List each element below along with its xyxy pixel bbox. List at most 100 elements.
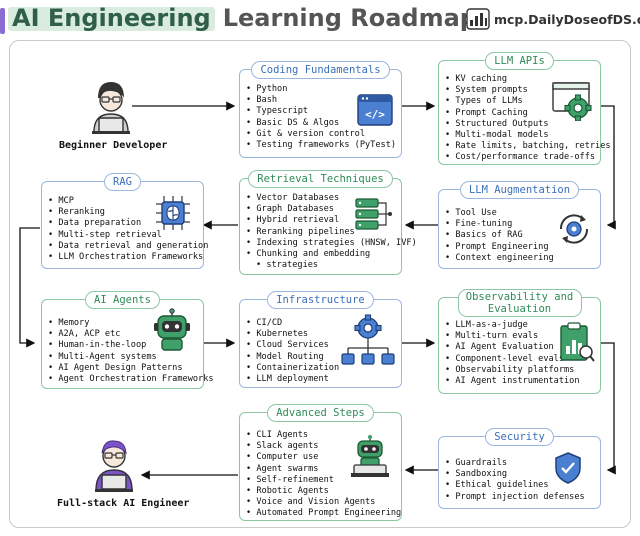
list-item: KV caching bbox=[445, 74, 611, 85]
list-item: Basics of RAG bbox=[445, 230, 554, 241]
box-retrieval-techniques: Retrieval Techniques Vector Databases Gr… bbox=[239, 170, 417, 275]
end-label: Full-stack AI Engineer bbox=[57, 498, 190, 509]
list-item: Cloud Services bbox=[246, 340, 339, 351]
box-llm-apis: LLM APIs KV caching System prompts Types… bbox=[438, 52, 611, 165]
list-item: Vector Databases bbox=[246, 193, 417, 204]
box-ai-agents: AI Agents Memory A2A, ACP etc Human-in-t… bbox=[41, 291, 214, 389]
box-title: Advanced Steps bbox=[267, 404, 374, 422]
robot-laptop-icon bbox=[351, 435, 389, 477]
list-item: Prompt Engineering bbox=[445, 242, 554, 253]
list-item: Structured Outputs bbox=[445, 119, 611, 130]
list-item: Multi-Agent systems bbox=[48, 352, 214, 363]
list-item: MCP bbox=[48, 196, 208, 207]
box-security: Security Guardrails Sandboxing Ethical g… bbox=[438, 428, 601, 509]
page-title: AI Engineering Learning Roadmap bbox=[8, 2, 477, 34]
list-item: Cost/performance trade-offs bbox=[445, 152, 611, 163]
list-item: Guardrails bbox=[445, 458, 585, 469]
box-coding-fundamentals: Coding Fundamentals Python Bash Typescri… bbox=[239, 61, 402, 158]
database-icon bbox=[355, 198, 392, 230]
list-item: Types of LLMs bbox=[445, 96, 611, 107]
list-item: Agent Orchestration Frameworks bbox=[48, 374, 213, 385]
list-item: Ethical guidelines bbox=[445, 480, 585, 491]
svg-text:</>: </> bbox=[365, 108, 385, 121]
list-item: Data retrieval and generation bbox=[48, 241, 208, 252]
developer-icon bbox=[92, 82, 130, 134]
roadmap-frame bbox=[9, 40, 631, 528]
list-item: Hybrid retrieval bbox=[246, 215, 417, 226]
list-item: CI/CD bbox=[246, 318, 339, 329]
list-item: Rate limits, batching, retries bbox=[445, 141, 610, 152]
list-item: Voice and Vision Agents bbox=[246, 497, 401, 508]
list-item: Component-level evals bbox=[445, 354, 580, 365]
list-item: AI Agent Evaluation bbox=[445, 342, 580, 353]
box-title: Security bbox=[485, 428, 554, 446]
accent-bar bbox=[0, 8, 5, 34]
brand: mcp.DailyDoseofDS.com bbox=[466, 8, 640, 30]
list-item: Sandboxing bbox=[445, 469, 585, 480]
brain-chip-icon bbox=[156, 196, 190, 230]
box-title: LLM Augmentation bbox=[459, 181, 580, 199]
list-item: Reranking bbox=[48, 207, 208, 218]
list-item: Robotic Agents bbox=[246, 486, 401, 497]
code-window-icon: </> bbox=[357, 94, 393, 126]
list-item: Graph Databases bbox=[246, 204, 417, 215]
list-item: Typescript bbox=[246, 106, 396, 117]
list-item: CLI Agents bbox=[246, 430, 401, 441]
brand-text: mcp.DailyDoseofDS.com bbox=[494, 11, 640, 27]
list-item: Bash bbox=[246, 95, 396, 106]
box-advanced-steps: Advanced Steps CLI Agents Slack agents C… bbox=[239, 404, 402, 521]
list-item: Git & version control bbox=[246, 129, 396, 140]
list-item: System prompts bbox=[445, 85, 611, 96]
gear-window-icon bbox=[552, 82, 592, 121]
box-title: Coding Fundamentals bbox=[251, 61, 390, 79]
title-highlight: AI Engineering bbox=[8, 4, 215, 32]
list-item: Containerization bbox=[246, 363, 339, 374]
list-item: Indexing strategies (HNSW, IVF) bbox=[246, 238, 416, 249]
list-item: LLM Orchestration Frameworks bbox=[48, 252, 208, 263]
list-item: Self-refinement bbox=[246, 475, 401, 486]
list-item: Python bbox=[246, 84, 396, 95]
list-item: Chunking and embedding bbox=[246, 249, 417, 260]
box-infrastructure: Infrastructure CI/CD Kubernetes Cloud Se… bbox=[239, 291, 402, 388]
list-item: Multi-modal models bbox=[445, 130, 611, 141]
title-rest: Learning Roadmap bbox=[222, 4, 477, 32]
box-title: RAG bbox=[104, 173, 141, 191]
list-item: Observability platforms bbox=[445, 365, 580, 376]
brand-logo-icon bbox=[466, 8, 490, 30]
box-llm-augmentation: LLM Augmentation Tool Use Fine-tuning Ba… bbox=[438, 181, 601, 269]
list-item: Testing frameworks (PyTest) bbox=[246, 140, 396, 151]
robot-icon bbox=[154, 308, 190, 351]
list-item: LLM-as-a-judge bbox=[445, 320, 580, 331]
shield-check-icon bbox=[555, 452, 581, 484]
network-gear-icon bbox=[341, 314, 395, 365]
list-item: Human-in-the-loop bbox=[48, 340, 214, 351]
list-item: Computer use bbox=[246, 452, 401, 463]
list-item: AI Agent instrumentation bbox=[445, 376, 579, 387]
list-item: AI Agent Design Patterns bbox=[48, 363, 214, 374]
list-item: Multi-turn evals bbox=[445, 331, 580, 342]
box-title: Retrieval Techniques bbox=[248, 170, 393, 188]
list-item: Automated Prompt Engineering bbox=[246, 508, 401, 519]
list-item: Data preparation bbox=[48, 218, 208, 229]
list-item: A2A, ACP etc bbox=[48, 329, 214, 340]
start-label: Beginner Developer bbox=[59, 140, 168, 151]
box-rag: RAG MCP Reranking Data preparation Multi… bbox=[41, 173, 208, 269]
list-item: Slack agents bbox=[246, 441, 401, 452]
box-observability-evaluation: Observability and Evaluation LLM-as-a-ju… bbox=[438, 289, 601, 394]
engineer-icon bbox=[95, 440, 133, 492]
box-title: AI Agents bbox=[85, 291, 160, 309]
list-item: Kubernetes bbox=[246, 329, 339, 340]
list-item: Prompt Caching bbox=[445, 108, 611, 119]
list-item: Prompt injection defenses bbox=[445, 492, 584, 503]
list-item: Context engineering bbox=[445, 253, 553, 264]
list-item: Basic DS & Algos bbox=[246, 118, 396, 129]
list-item: strategies bbox=[246, 260, 417, 271]
box-title: Infrastructure bbox=[267, 291, 374, 309]
list-item: Agent swarms bbox=[246, 464, 401, 475]
list-item: Tool Use bbox=[445, 208, 554, 219]
list-item: Memory bbox=[48, 318, 214, 329]
box-title: Observability and Evaluation bbox=[457, 289, 582, 317]
list-item: LLM deployment bbox=[246, 374, 339, 385]
clipboard-chart-icon bbox=[560, 322, 595, 362]
list-item: Fine-tuning bbox=[445, 219, 554, 230]
